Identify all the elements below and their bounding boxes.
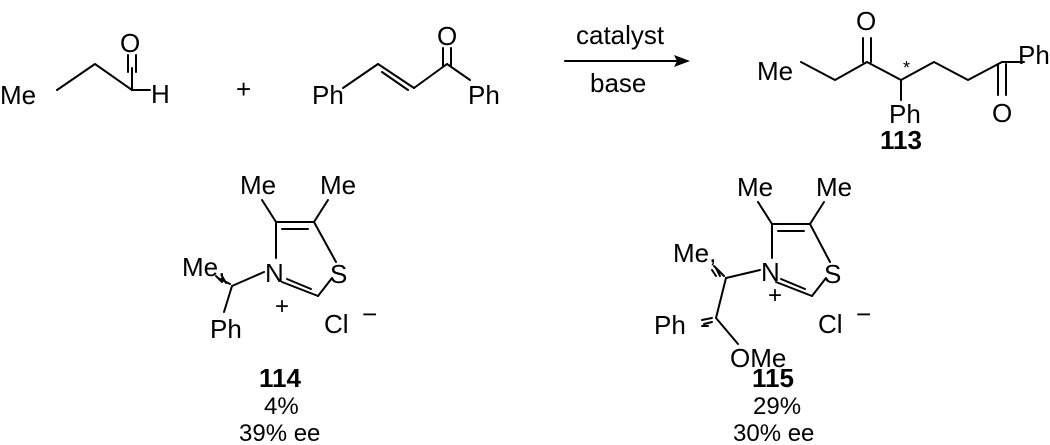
c114-me-label-b: Me: [320, 170, 356, 200]
c114-ring-bond-s-c2: [317, 277, 333, 297]
reaction-arrow: catalyst base: [564, 20, 690, 98]
butanal-skeleton: [56, 63, 133, 91]
c115-ring-bond-c2-n-inner: [780, 278, 806, 290]
c115-plus-label: +: [768, 282, 782, 309]
c115-ring-bond-s-c2: [811, 277, 827, 297]
product-me-label: Me: [757, 56, 793, 86]
c114-me-bond-c4: [261, 199, 277, 223]
catalyst-115: Me Me Me, N S + Ph OMe Cl − 115 29% 30% …: [654, 172, 871, 445]
butanal-me-label: Me: [0, 80, 36, 110]
c114-minus-label: −: [362, 299, 377, 329]
c114-ch-ph-bond: [223, 285, 233, 313]
product-ph-end-label: Ph: [1018, 40, 1050, 70]
butanal-o-label: O: [120, 28, 140, 58]
product-113: Me O * Ph Ph O 113: [757, 6, 1050, 155]
c115-s-label: S: [824, 259, 841, 289]
reactant-chalcone: Ph O Ph: [312, 21, 500, 110]
c115-ph-label: Ph: [654, 310, 686, 340]
c114-plus-label: +: [275, 293, 289, 320]
c114-ph-label: Ph: [210, 314, 242, 344]
c114-n-ch-bond: [231, 271, 265, 287]
c115-me-bond-c5: [809, 201, 825, 225]
chalcone-ph-right-label: Ph: [468, 80, 500, 110]
c115-n-ch-bond: [725, 269, 761, 279]
c115-me-label-a: Me: [737, 172, 773, 202]
c114-s-label: S: [330, 259, 347, 289]
product-ph-sub-label: Ph: [889, 99, 921, 129]
c114-me-bond-c5: [313, 199, 329, 223]
c115-ee: 30% ee: [733, 420, 814, 445]
c115-hashed-wedge-me: [711, 265, 725, 277]
arrow-base-label: base: [590, 68, 646, 98]
c114-ee: 39% ee: [239, 420, 320, 445]
chalcone-ph-left-label: Ph: [312, 80, 344, 110]
c115-compound-number: 115: [752, 363, 794, 393]
c114-hashed-wedge-me: [215, 275, 231, 285]
reactant-butanal: Me O H: [0, 28, 170, 110]
c115-ch-ome-bond: [715, 317, 739, 345]
arrow-catalyst-label: catalyst: [576, 20, 665, 50]
c115-ring-bond-c2-n: [775, 281, 813, 297]
plus-sign: +: [236, 74, 251, 104]
c115-n-label: N: [761, 257, 780, 287]
product-stereocenter-star: *: [903, 58, 910, 78]
chalcone-bond-a: [342, 63, 379, 89]
c115-me-bond-c4: [757, 201, 773, 225]
butanal-h-label: H: [151, 79, 170, 109]
c114-ring-bond-c5-s: [313, 221, 337, 263]
chalcone-double-bond-inner: [381, 71, 409, 91]
c115-minus-label: −: [856, 299, 871, 329]
product-backbone: [800, 61, 1025, 81]
c115-me-label-b: Me: [816, 172, 852, 202]
c115-ch-ch-bond: [715, 277, 727, 319]
c115-ome-label: OMe: [730, 343, 786, 373]
c114-yield: 4%: [264, 393, 299, 420]
c114-cl-label: Cl: [324, 309, 349, 339]
c115-me-label-c: Me,: [673, 238, 716, 268]
arrow-head: [674, 55, 690, 67]
c115-hashed-wedge-ph: [701, 317, 713, 327]
catalyst-114: Me Me Me, N S + Ph Cl − 114 4% 39% ee: [182, 170, 377, 445]
c114-me-label-c: Me,: [182, 252, 225, 282]
c115-ring-bond-c5-s: [809, 223, 831, 263]
c114-n-label: N: [265, 258, 284, 288]
chalcone-bond-b: [413, 63, 448, 89]
product-compound-number: 113: [880, 125, 922, 155]
c115-yield: 29%: [753, 393, 801, 420]
chalcone-o-label: O: [437, 21, 457, 51]
c114-ring-bond-c2-n-inner: [286, 278, 312, 290]
product-o-lower-label: O: [992, 98, 1012, 128]
c114-me-label-a: Me: [240, 170, 276, 200]
product-o-ketone-label: O: [856, 6, 876, 36]
chalcone-double-bond: [377, 63, 415, 89]
c115-cl-label: Cl: [818, 309, 843, 339]
c114-ring-bond-c2-n: [281, 281, 319, 297]
c114-compound-number: 114: [259, 363, 301, 393]
